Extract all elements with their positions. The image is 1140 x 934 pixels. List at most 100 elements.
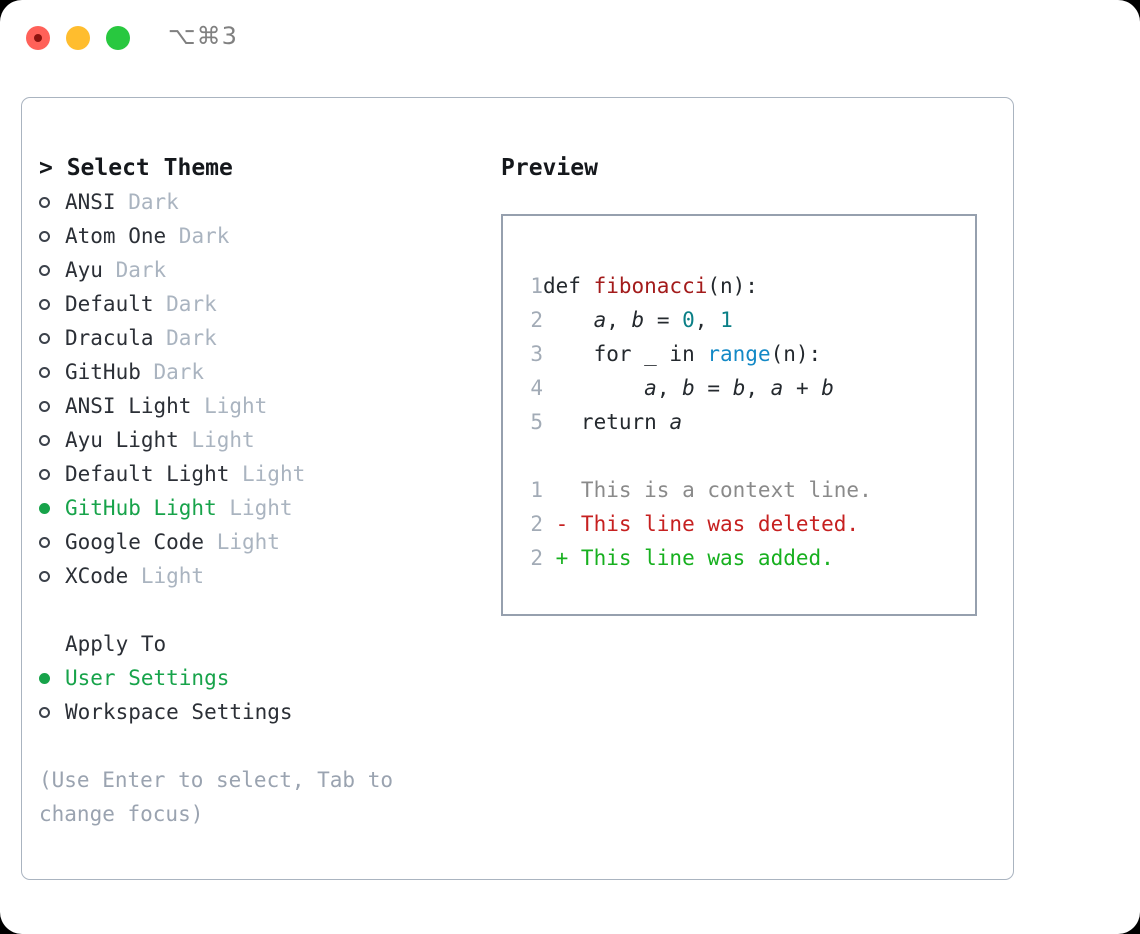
code-token: (n): bbox=[770, 342, 822, 366]
radio-unselected-icon[interactable] bbox=[39, 366, 65, 378]
code-token: b bbox=[732, 376, 746, 400]
theme-option-variant: Dark bbox=[153, 292, 217, 316]
code-token: for _ in bbox=[543, 342, 708, 366]
title-bar: ⌥⌘3 bbox=[0, 0, 1140, 78]
code-line: 2 + This line was added. bbox=[523, 541, 872, 575]
code-token: This is a context line. bbox=[543, 478, 872, 502]
theme-option-variant: Light bbox=[191, 394, 268, 418]
code-token: , bbox=[694, 308, 721, 332]
theme-option-variant: Light bbox=[216, 496, 293, 520]
theme-option[interactable]: GitHub Dark bbox=[39, 355, 469, 389]
theme-option[interactable]: Ayu Dark bbox=[39, 253, 469, 287]
code-token: (n): bbox=[707, 274, 758, 298]
radio-unselected-icon[interactable] bbox=[39, 434, 65, 446]
radio-unselected-icon[interactable] bbox=[39, 230, 65, 242]
code-token: + This line was added. bbox=[543, 546, 834, 570]
theme-option-variant: Dark bbox=[140, 360, 205, 384]
line-number: 3 bbox=[530, 342, 543, 366]
code-token bbox=[543, 444, 556, 468]
line-number: 1 bbox=[530, 478, 543, 502]
apply-to-option[interactable]: Workspace Settings bbox=[39, 695, 469, 729]
theme-option[interactable]: Default Dark bbox=[39, 287, 469, 321]
code-line: 1 This is a context line. bbox=[523, 473, 872, 507]
code-token: b bbox=[682, 376, 695, 400]
code-token: a bbox=[770, 376, 784, 400]
line-number: 2 bbox=[530, 308, 543, 332]
maximize-window-button[interactable] bbox=[106, 26, 130, 50]
code-line bbox=[523, 439, 872, 473]
theme-option-label: XCode bbox=[65, 564, 129, 588]
theme-option[interactable]: Dracula Dark bbox=[39, 321, 469, 355]
theme-option[interactable]: Default Light Light bbox=[39, 457, 469, 491]
theme-option-variant: Dark bbox=[153, 326, 217, 350]
code-token: , bbox=[606, 308, 632, 332]
code-token: b bbox=[631, 308, 645, 332]
code-token: range bbox=[707, 342, 771, 366]
radio-selected-icon[interactable] bbox=[39, 672, 65, 684]
code-token: a bbox=[669, 410, 683, 434]
theme-option[interactable]: ANSI Dark bbox=[39, 185, 469, 219]
radio-unselected-icon[interactable] bbox=[39, 264, 65, 276]
keyboard-hint-text: (Use Enter to select, Tab to change focu… bbox=[39, 768, 406, 826]
line-number: 4 bbox=[530, 376, 543, 400]
theme-option-variant: Light bbox=[128, 564, 205, 588]
radio-unselected-icon[interactable] bbox=[39, 298, 65, 310]
code-token: def bbox=[543, 274, 594, 298]
theme-option-variant: Light bbox=[229, 462, 306, 486]
radio-unselected-icon[interactable] bbox=[39, 706, 65, 718]
theme-option[interactable]: GitHub Light Light bbox=[39, 491, 469, 525]
apply-to-option[interactable]: User Settings bbox=[39, 661, 469, 695]
theme-option[interactable]: Atom One Dark bbox=[39, 219, 469, 253]
preview-header: Preview bbox=[501, 155, 598, 181]
code-token: return bbox=[543, 410, 670, 434]
code-token bbox=[543, 376, 644, 400]
apply-to-option-label: User Settings bbox=[65, 666, 230, 690]
theme-option-label: Ayu Light bbox=[65, 428, 179, 452]
theme-option[interactable]: ANSI Light Light bbox=[39, 389, 469, 423]
minimize-window-button[interactable] bbox=[66, 26, 90, 50]
close-window-button[interactable] bbox=[26, 26, 50, 50]
code-token: , bbox=[656, 376, 683, 400]
code-line: 4 a, b = b, a + b bbox=[523, 371, 872, 405]
code-token: a bbox=[644, 376, 657, 400]
theme-option[interactable]: Ayu Light Light bbox=[39, 423, 469, 457]
radio-unselected-icon[interactable] bbox=[39, 332, 65, 344]
code-token: + bbox=[783, 376, 822, 400]
theme-option-label: ANSI Light bbox=[65, 394, 192, 418]
radio-unselected-icon[interactable] bbox=[39, 536, 65, 548]
theme-option-label: Atom One bbox=[65, 224, 167, 248]
code-token: = bbox=[694, 376, 733, 400]
theme-option-label: GitHub Light bbox=[65, 496, 217, 520]
theme-option-label: Default Light bbox=[65, 462, 230, 486]
code-token bbox=[543, 308, 594, 332]
radio-unselected-icon[interactable] bbox=[39, 400, 65, 412]
radio-unselected-icon[interactable] bbox=[39, 468, 65, 480]
line-number: 2 bbox=[530, 512, 543, 536]
code-token: a bbox=[593, 308, 607, 332]
theme-option-variant: Dark bbox=[115, 190, 179, 214]
keyboard-shortcut-label: ⌥⌘3 bbox=[168, 22, 238, 50]
theme-option[interactable]: Google Code Light bbox=[39, 525, 469, 559]
code-token: , bbox=[745, 376, 771, 400]
theme-option[interactable]: XCode Light bbox=[39, 559, 469, 593]
section-spacer bbox=[39, 593, 469, 627]
theme-option-variant: Dark bbox=[102, 258, 167, 282]
theme-option-label: Google Code bbox=[65, 530, 205, 554]
line-number: 5 bbox=[530, 410, 543, 434]
apply-to-header: Apply To bbox=[65, 632, 167, 656]
line-number: 1 bbox=[530, 274, 543, 298]
radio-unselected-icon[interactable] bbox=[39, 570, 65, 582]
code-line: 2 - This line was deleted. bbox=[523, 507, 872, 541]
radio-selected-icon[interactable] bbox=[39, 502, 65, 514]
theme-option-variant: Light bbox=[204, 530, 280, 554]
radio-unselected-icon[interactable] bbox=[39, 196, 65, 208]
theme-option-label: GitHub bbox=[65, 360, 141, 384]
code-line: 3 for _ in range(n): bbox=[523, 337, 872, 371]
